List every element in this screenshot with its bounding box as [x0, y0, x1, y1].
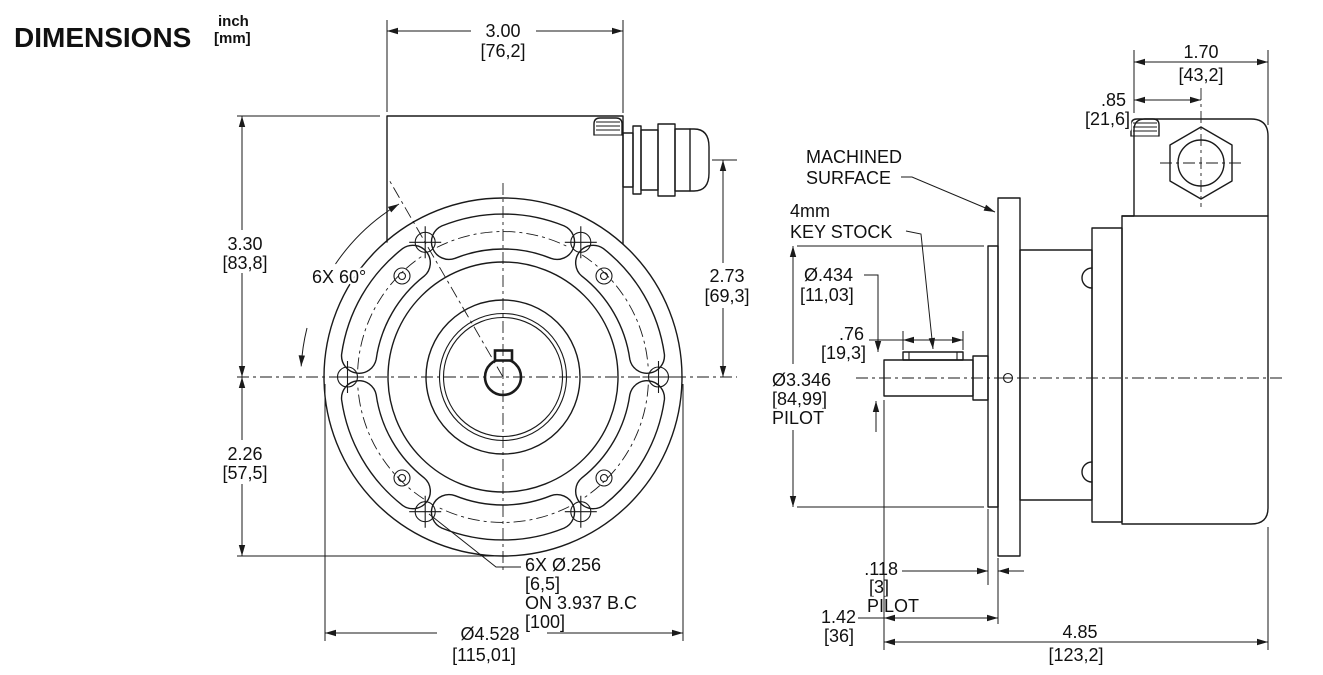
dim-upper-mm: [83,8]	[222, 253, 267, 273]
unit-mm-label: [mm]	[214, 30, 251, 47]
header: DIMENSIONS inch [mm]	[14, 13, 251, 53]
bolt-note-line2: [6,5]	[525, 574, 560, 594]
dim-pilot-depth-3: PILOT	[867, 596, 919, 616]
dim-key-len-in: .76	[839, 324, 864, 344]
side-body	[1019, 118, 1269, 525]
front-centerlines	[237, 177, 737, 572]
side-shaft	[883, 351, 989, 401]
dim-body-mm: [43,2]	[1178, 65, 1223, 85]
key-stock-label-1: 4mm	[790, 201, 830, 221]
front-view: 3.00 [76,2] 3.30 [83,8] 2.26 [57,5] 2.73…	[220, 19, 752, 668]
dim-gland-mm: [21,6]	[1085, 109, 1130, 129]
dim-gland-in: .85	[1101, 90, 1126, 110]
cable-clamp	[1130, 118, 1160, 137]
dim-conn-mm: [69,3]	[704, 286, 749, 306]
machined-surface-label-1: MACHINED	[806, 147, 902, 167]
dim-key-len-mm: [19,3]	[821, 343, 866, 363]
dim-upper-in: 3.30	[227, 234, 262, 254]
dim-pilot-dia-1: Ø3.346	[772, 370, 831, 390]
dim-shaft-len-mm: [36]	[824, 626, 854, 646]
unit-inch-label: inch	[218, 13, 249, 30]
shaft-keyway	[493, 349, 514, 362]
dim-pilot-depth-2: [3]	[869, 577, 889, 597]
side-view: 1.70 [43,2] .85 [21,6] MACHINED SURFACE …	[770, 40, 1285, 668]
side-dimensions: 1.70 [43,2] .85 [21,6] MACHINED SURFACE …	[770, 40, 1269, 668]
body-screw-bump-bottom	[1081, 461, 1093, 483]
body-screw-bump-top	[1081, 267, 1093, 289]
bolt-angle-label: 6X 60°	[312, 267, 366, 287]
dim-total-in: 4.85	[1062, 622, 1097, 642]
dim-pilot-dia-2: [84,99]	[772, 389, 827, 409]
bolt-note-line4: [100]	[525, 612, 565, 632]
dim-shaft-dia-mm: [11,03]	[800, 285, 854, 305]
front-mounting-slots	[340, 213, 666, 541]
bolt-note-line1: 6X Ø.256	[525, 555, 601, 575]
front-body	[386, 115, 624, 245]
dim-width-in: 3.00	[485, 21, 520, 41]
dim-total-mm: [123,2]	[1048, 645, 1103, 665]
dim-flange-in: Ø4.528	[460, 624, 519, 644]
front-screw-heads	[393, 267, 613, 487]
front-dimensions: 3.00 [76,2] 3.30 [83,8] 2.26 [57,5] 2.73…	[220, 19, 752, 668]
dim-body-in: 1.70	[1183, 42, 1218, 62]
page-title: DIMENSIONS	[14, 22, 191, 53]
dim-width-mm: [76,2]	[480, 41, 525, 61]
side-centerlines	[856, 88, 1285, 379]
dim-flange-mm: [115,01]	[452, 645, 516, 665]
dim-shaft-len-in: 1.42	[821, 607, 856, 627]
gland-hex-nut	[1160, 126, 1243, 200]
bolt-note-line3: ON 3.937 B.C	[525, 593, 637, 613]
machined-surface-label-2: SURFACE	[806, 168, 891, 188]
dim-conn-in: 2.73	[709, 266, 744, 286]
dim-shaft-dia-in: Ø.434	[804, 265, 853, 285]
key-stock-label-2: KEY STOCK	[790, 222, 892, 242]
dim-pilot-depth-1: .118	[864, 559, 898, 579]
dim-lower-mm: [57,5]	[222, 463, 267, 483]
dim-lower-in: 2.26	[227, 444, 262, 464]
front-cable-gland	[622, 123, 710, 197]
side-flange	[987, 197, 1021, 557]
dim-pilot-dia-3: PILOT	[772, 408, 824, 428]
